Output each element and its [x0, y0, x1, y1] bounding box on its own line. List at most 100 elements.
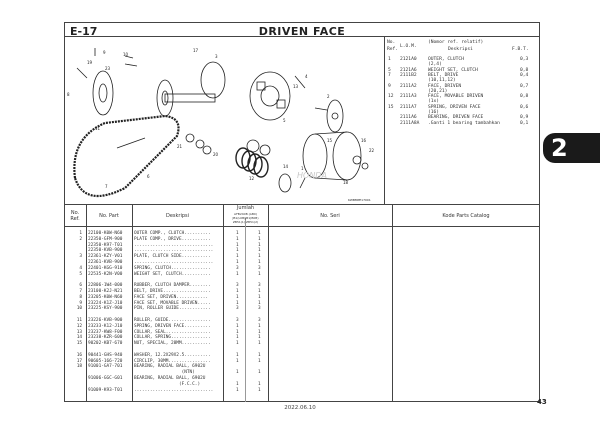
- cell-part: 22350-GFM-900: [88, 236, 123, 242]
- page-frame: [64, 22, 540, 402]
- cell-part: 23238-KZR-600: [88, 335, 123, 341]
- ref-lom: 2111A2: [400, 83, 417, 89]
- ref-desc: FACE, MOVABLE DRIVEN: [428, 94, 484, 100]
- ref-no: 15: [388, 104, 394, 110]
- callout-20: 20: [213, 152, 219, 157]
- callout-2: 2: [327, 94, 330, 99]
- ref-row: (1x): [388, 99, 538, 104]
- cell-q2: 1: [258, 294, 261, 300]
- ref-fbt: 0,1: [520, 120, 529, 126]
- callout-3: 3: [215, 54, 218, 59]
- diagram-watermark: HONDA: [297, 171, 327, 180]
- callout-16: 16: [361, 138, 367, 143]
- cell-ref: 4: [79, 265, 82, 271]
- ref-row: (20,21): [388, 89, 538, 94]
- ref-desc: OUTER, CLUTCH: [428, 57, 464, 62]
- cell-desc: ROLLER, GUIDE................: [134, 318, 211, 323]
- ref-desc: .Ganti 1 bearing tambahkan: [428, 120, 500, 126]
- cell-q1: 1: [236, 231, 239, 236]
- section-tab[interactable]: 2: [543, 133, 600, 163]
- ref-desc: BELT, DRIVE: [428, 72, 459, 78]
- callout-23: 23: [105, 66, 111, 71]
- ref-no: 9: [388, 83, 391, 89]
- cell-q1: 1: [236, 358, 239, 364]
- col-divider-qty: [268, 204, 269, 402]
- ref-no: 5: [388, 67, 391, 73]
- table-row: 91009-K93-T01...........................…: [64, 388, 274, 394]
- cell-part: 91001-GA7-701: [88, 364, 123, 370]
- cell-desc: SPRING, CLUTCH...............: [134, 265, 211, 271]
- cell-ref: 1: [79, 231, 82, 236]
- ref-lom: 2111A8A: [400, 120, 420, 126]
- qty-subdivider: [245, 218, 246, 402]
- cell-part: 22361-KZY-V01: [88, 254, 123, 260]
- cell-q2: 1: [258, 370, 261, 376]
- ref-fbt: 0,7: [520, 83, 529, 89]
- cell-q2: 1: [258, 335, 261, 341]
- callout-12: 12: [249, 176, 255, 181]
- cell-desc: (F.C.C.): [134, 381, 201, 387]
- cell-desc: BEARING, RADIAL BALL, 6902U: [134, 376, 206, 381]
- callout-9: 9: [103, 50, 106, 55]
- cell-q2: 1: [258, 341, 261, 347]
- ref-desc: SPRING, DRIVEN FACE: [428, 104, 481, 110]
- ref-hdr-no: No.: [387, 40, 396, 45]
- diagram-bottom-rule: [64, 204, 540, 205]
- cell-q1: 1: [236, 300, 239, 306]
- cell-desc: CIRCLIP, 30MM................: [134, 358, 211, 364]
- ref-hdr-fbt: F.B.T.: [512, 47, 529, 52]
- cell-ref: 12: [76, 323, 82, 329]
- ref-desc: (16): [428, 110, 440, 115]
- ref-desc: (2,4): [428, 62, 442, 68]
- cell-q1: 3: [236, 306, 239, 312]
- callout-14: 14: [283, 164, 289, 169]
- cell-part: 91009-K93-T01: [88, 387, 123, 393]
- cell-ref: 17: [76, 358, 82, 364]
- cell-q2: 1: [258, 236, 261, 242]
- cell-q1: 1: [236, 335, 239, 341]
- cell-desc: OUTER COMP., CLUTCH..........: [134, 231, 211, 236]
- cell-part: 22350-K97-T01: [88, 242, 123, 248]
- cell-q2: 1: [258, 289, 261, 294]
- ref-row: (2,4): [388, 62, 538, 67]
- cell-q1: 1: [236, 242, 239, 248]
- cell-q2: 3: [258, 306, 261, 312]
- ref-lom: 2111B2: [400, 72, 417, 78]
- cell-q2: 1: [258, 248, 261, 254]
- cell-q1: 3: [236, 265, 239, 271]
- cell-desc: WASHER, 12.2X29X2.5..........: [134, 352, 211, 358]
- ref-desc: FACE, DRIVEN: [428, 83, 462, 89]
- ref-hdr-note: (Nomor ref. relatif): [428, 40, 484, 45]
- cell-desc: PIN, ROLLER GUIDE............: [134, 306, 211, 312]
- cell-desc: FACE SET, DRIVEN............: [134, 294, 209, 300]
- ref-hdr-lom: L.O.M.: [400, 44, 417, 49]
- ref-desc: BEARING, DRIVEN FACE: [428, 115, 484, 121]
- cell-q2: 1: [258, 381, 261, 387]
- cell-desc: FACE SET, MOVABLE DRIVEN.....: [134, 300, 211, 306]
- cell-q2: 1: [258, 271, 261, 277]
- cell-q1: 1: [236, 341, 239, 347]
- ref-desc: (20,21): [428, 88, 448, 94]
- cell-part: 90605-166-720: [88, 358, 123, 364]
- cell-ref: 13: [76, 329, 82, 335]
- cell-q1: 1: [236, 387, 239, 393]
- cell-ref: 15: [76, 341, 82, 347]
- cell-desc: BELT, DRIVE..................: [134, 289, 211, 294]
- ref-lom: 2111A3: [400, 94, 417, 100]
- callout-6: 6: [147, 174, 150, 179]
- cell-desc: PLATE, CLUTCH SIDE...........: [134, 254, 211, 260]
